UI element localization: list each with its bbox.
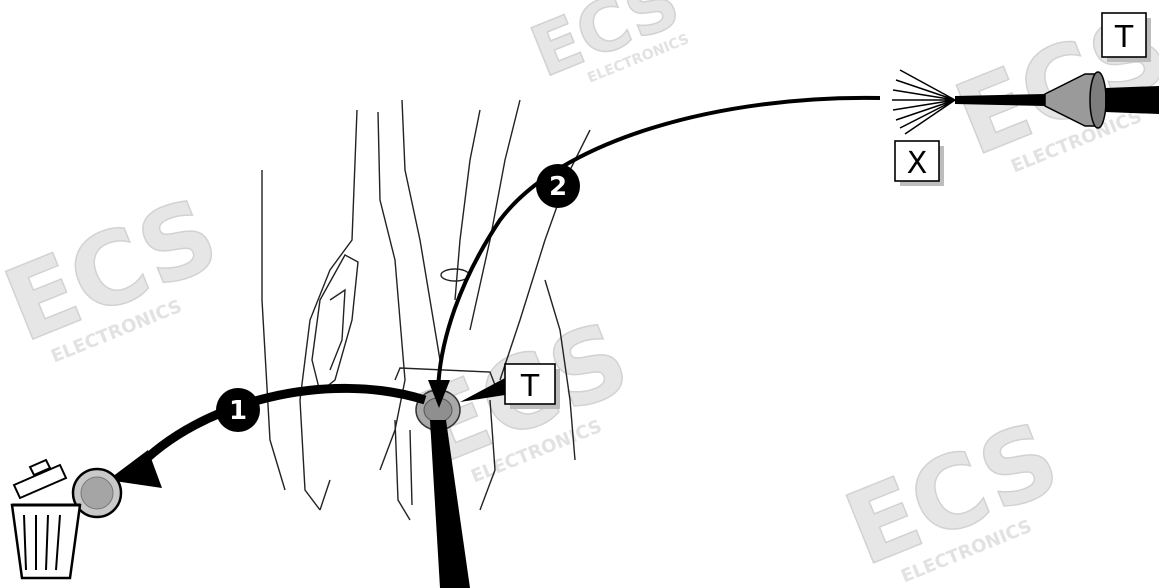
hole-label: T (504, 363, 560, 409)
step2-badge: 2 (536, 164, 580, 208)
removed-grommet (71, 467, 123, 519)
cable-grommet (1044, 71, 1159, 129)
step2-cable-path (436, 95, 881, 391)
step1-arrowhead (108, 450, 162, 488)
svg-text:2: 2 (549, 172, 567, 202)
svg-text:T: T (1114, 20, 1134, 55)
grommet-label: T (1101, 12, 1151, 62)
wire-ends-label: X (894, 140, 944, 186)
watermark-top: ECS ELECTRONICS (519, 0, 691, 94)
watermark-left: ECS ELECTRONICS (0, 175, 234, 368)
downward-cable-arrow (430, 420, 470, 588)
watermark-right-bottom: ECS ELECTRONICS (830, 398, 1075, 588)
step2-arrowhead (428, 380, 450, 408)
svg-text:ECS: ECS (520, 0, 691, 93)
step1-arrow (131, 383, 427, 474)
svg-text:T: T (520, 369, 540, 404)
svg-text:X: X (907, 146, 928, 181)
step1-badge: 1 (216, 388, 260, 432)
trash-can-icon (10, 458, 82, 580)
hole-label-pointer (460, 378, 505, 402)
vehicle-body-outline (261, 99, 591, 521)
svg-text:1: 1 (229, 396, 247, 426)
wire-ends (892, 69, 1045, 135)
